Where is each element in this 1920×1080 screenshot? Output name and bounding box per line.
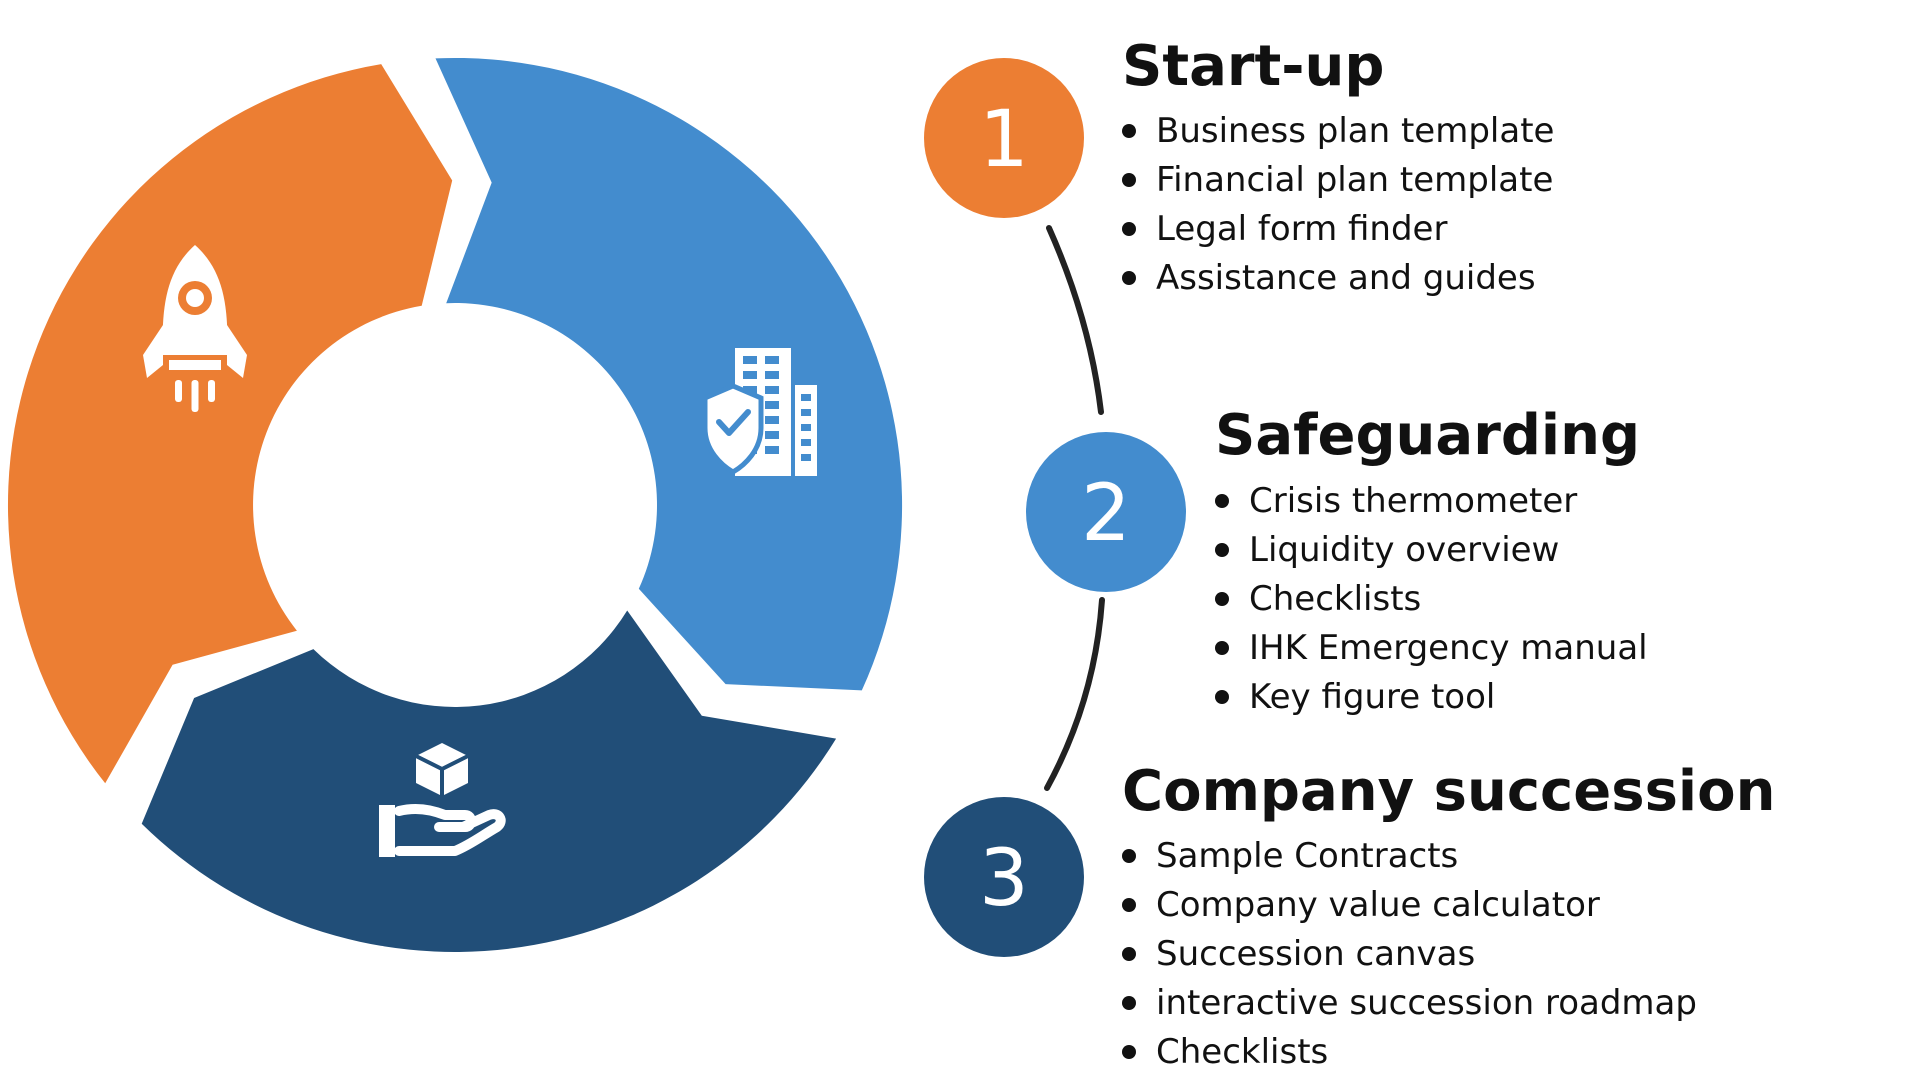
bullet-item: IHK Emergency manual [1249, 628, 1648, 668]
step-number: 1 [979, 95, 1029, 185]
bullet-item: Checklists [1156, 1032, 1328, 1072]
bullet-dot [1122, 222, 1136, 236]
bullet-dot [1215, 494, 1229, 508]
bullet-dot [1122, 849, 1136, 863]
bullet-item: Checklists [1249, 579, 1421, 619]
bullet-item: Business plan template [1156, 111, 1554, 151]
ring-segment-safeguarding [435, 57, 903, 691]
bullet-dot [1215, 543, 1229, 557]
ring-segment-succession [141, 610, 837, 952]
step-number-badge [924, 797, 1084, 957]
bullet-dot [1122, 1045, 1136, 1059]
connector-arc-segment [1046, 225, 1104, 415]
step-number-badge [1026, 432, 1186, 592]
bullet-dot [1122, 124, 1136, 138]
ring-segment-startup [7, 64, 453, 784]
bullet-item: Assistance and guides [1156, 258, 1536, 298]
connector-arc-segment [1044, 597, 1105, 791]
connector-arc [1044, 225, 1105, 791]
step-title: Company succession [1122, 759, 1775, 824]
bullet-dot [1122, 271, 1136, 285]
bullet-dot [1215, 690, 1229, 704]
cycle-ring [7, 57, 903, 952]
bullet-item: Company value calculator [1156, 885, 1600, 925]
bullet-item: Financial plan template [1156, 160, 1553, 200]
building-shield-icon [702, 348, 817, 476]
step-title: Start-up [1122, 34, 1384, 99]
rocket-icon [143, 245, 247, 412]
hand-box-icon [379, 743, 506, 857]
step-number-badge [924, 58, 1084, 218]
bullet-item: Legal form finder [1156, 209, 1447, 249]
bullet-dot [1122, 996, 1136, 1010]
bullet-item: Sample Contracts [1156, 836, 1458, 876]
bullet-item: Crisis thermometer [1249, 481, 1577, 521]
bullet-dot [1215, 592, 1229, 606]
bullet-item: Liquidity overview [1249, 530, 1559, 570]
step-number: 2 [1081, 469, 1131, 559]
bullet-dot [1122, 898, 1136, 912]
bullet-dot [1215, 641, 1229, 655]
step-title: Safeguarding [1215, 403, 1640, 468]
bullet-dot [1122, 173, 1136, 187]
bullet-item: interactive succession roadmap [1156, 983, 1697, 1023]
bullet-dot [1122, 947, 1136, 961]
bullet-item: Succession canvas [1156, 934, 1475, 974]
bullet-item: Key figure tool [1249, 677, 1495, 717]
step-number: 3 [979, 834, 1029, 924]
